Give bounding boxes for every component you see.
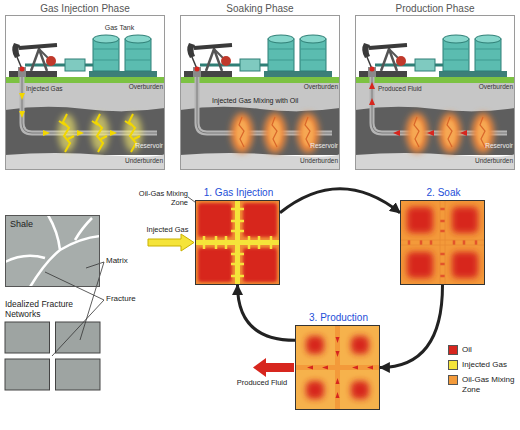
shale-sample: Shale [5,215,100,287]
stage-title: 1. Gas Injection [176,187,301,199]
part-label: Underburden [465,157,513,164]
injection-site [19,93,117,136]
legend-swatch [448,360,458,370]
legend-swatch [448,375,458,385]
soaking-site [264,113,286,153]
injection-site [5,15,165,170]
cycle-stage: 1. Gas Injection [195,200,280,285]
legend-swatch [448,345,458,355]
part-label: Oil-Gas Mixing Zone [128,190,188,207]
cycle-cells [195,200,280,285]
legend-text: Oil-Gas Mixing Zone [462,375,518,394]
soaking-site [231,113,253,153]
production-arrow [253,358,294,377]
phase-title: Soaking Phase [181,3,339,15]
stage-title: 3. Production [276,312,401,324]
idealized-grid [5,322,50,353]
stage-title: 2. Soak [381,187,506,199]
legend-text: Oil [462,345,472,355]
cycle-arrow [280,189,400,213]
part-label: Underburden [290,157,338,164]
shale-texture [5,215,100,287]
idealized-grid [56,359,101,390]
sample-title: Shale [10,219,33,229]
shale-texture [5,215,100,287]
leader-lines [45,197,199,356]
cycle-cells [295,325,380,410]
legend-row: Oil-Gas Mixing Zone [448,375,518,394]
idealized-grid [56,322,101,353]
shale-texture [5,215,100,287]
part-label: Overburden [120,83,163,90]
cycle-arrow [238,285,296,340]
part-label: Underburden [115,157,163,164]
part-label: Reservoir [120,142,163,149]
part-label: Matrix [106,256,146,265]
phase-title: Gas Injection Phase [6,3,164,15]
production-site [406,113,428,153]
injection-site [91,114,109,152]
legend: OilInjected GasOil-Gas Mixing Zone [448,345,518,399]
idealized-grid [5,359,50,390]
part-label: Injected Gas [26,85,76,92]
injection-site [5,15,165,170]
part-label: Overburden [470,83,513,90]
soaking-site [180,15,340,170]
part-label: Gas Tank [92,24,147,32]
production-site [355,15,515,170]
part-label: Reservoir [470,142,513,149]
cycle-cells [195,200,485,410]
network-title: Idealized Fracture Networks [5,300,100,320]
production-site [439,113,461,153]
cycle-cells [400,200,485,285]
part-label: Injected Gas [140,226,195,235]
phase-title: Production Phase [356,3,514,15]
production-site [369,82,467,136]
part-label: Fracture [106,294,146,303]
part-label: Produced Fluid [378,85,433,92]
part-label: Overburden [295,83,338,90]
production-site [355,15,515,170]
part-label: Injected Gas Mixing with Oil [212,97,322,105]
part-label: Produced Fluid [232,379,292,388]
injection-arrow [148,234,194,251]
legend-text: Injected Gas [462,360,507,370]
legend-row: Oil [448,345,518,355]
soaking-site [180,15,340,170]
fracture-network: Idealized Fracture Networks [5,322,100,390]
cycle-stage: 3. Production [295,325,380,410]
part-label: Reservoir [295,142,338,149]
injection-site [58,114,76,152]
cycle-arrow [380,285,443,368]
cycle-stage: 2. Soak [400,200,485,285]
legend-row: Injected Gas [448,360,518,370]
